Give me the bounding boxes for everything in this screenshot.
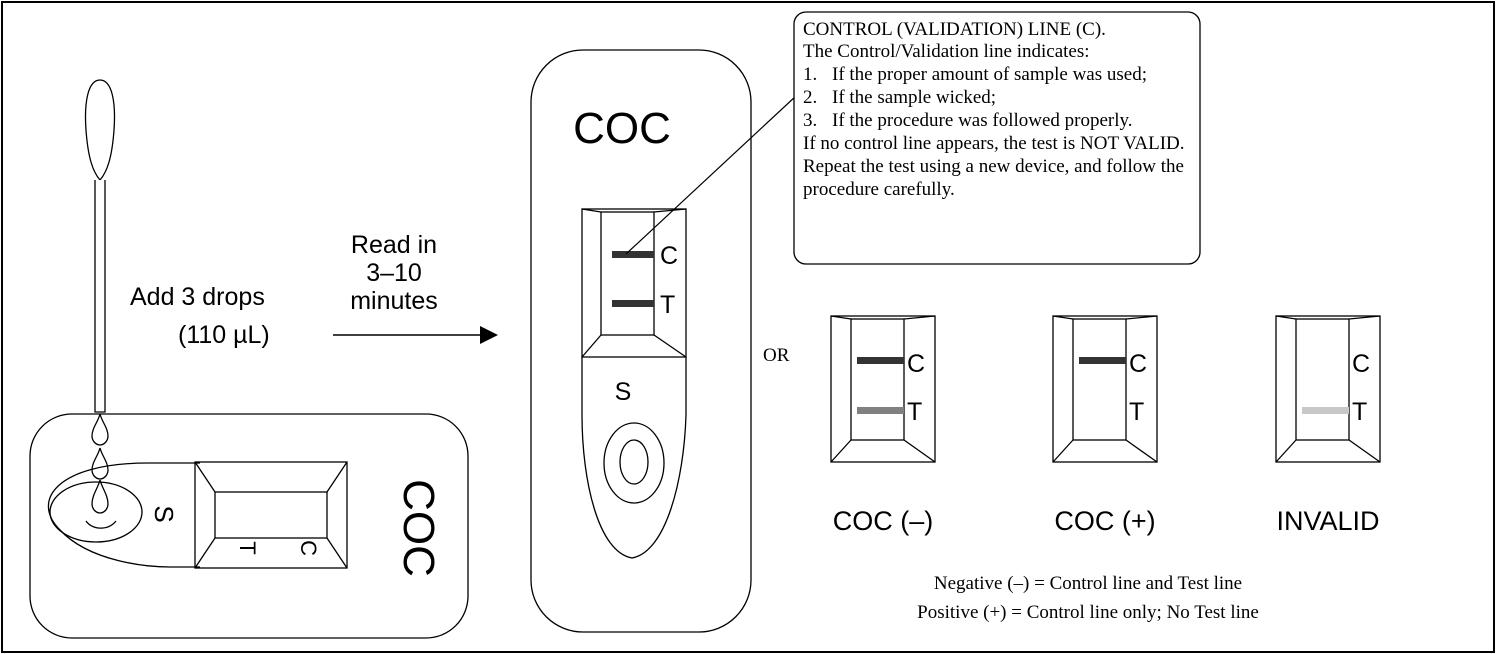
result-window <box>1275 315 1381 463</box>
sample-drops <box>91 413 109 514</box>
read-in-label: Read in <box>351 231 437 259</box>
add-drops-label: Add 3 drops <box>130 283 265 311</box>
drop-volume-label: (110 µL) <box>178 321 270 349</box>
result-control-mark: C <box>907 350 925 378</box>
callout-item-number: 1. <box>803 64 817 85</box>
sample-well <box>581 357 687 559</box>
drop-icon <box>91 413 109 446</box>
upright-sample-mark: S <box>615 378 632 406</box>
flat-sample-mark: S <box>149 505 179 522</box>
callout-intro: The Control/Validation line indicates: <box>803 41 1090 62</box>
callout-item-text: If the procedure was followed properly. <box>832 110 1133 131</box>
callout-item-text: If the sample wicked; <box>832 87 996 108</box>
result-window <box>581 208 687 358</box>
callout-repeat-line: Repeat the test using a new device, and … <box>803 156 1184 177</box>
result-caption: INVALID <box>1276 506 1379 536</box>
drop-icon <box>91 479 109 514</box>
legend-positive: Positive (+) = Control line only; No Tes… <box>917 602 1259 623</box>
cassette-body <box>530 49 752 633</box>
test-line <box>612 300 654 307</box>
result-example: CT COC (+) <box>1052 315 1158 536</box>
upright-control-mark: C <box>660 242 678 270</box>
result-window <box>1052 315 1158 463</box>
callout-warning: If no control line appears, the test is … <box>803 133 1185 154</box>
swab-stick <box>94 180 106 413</box>
flat-control-mark: C <box>296 540 321 556</box>
sample-well <box>47 462 200 568</box>
test-line <box>857 407 904 414</box>
read-time-range-label: 3–10 <box>366 259 422 287</box>
test-cassette-upright: COC C T S <box>530 49 752 633</box>
result-control-mark: C <box>1352 350 1370 378</box>
test-line <box>1302 407 1349 414</box>
upright-test-mark: T <box>660 291 675 319</box>
arrow-right-icon <box>333 326 498 344</box>
callout-repeat-line: procedure carefully. <box>803 179 955 200</box>
callout-text: CONTROL (VALIDATION) LINE (C). The Contr… <box>803 19 1185 200</box>
control-line <box>612 251 654 258</box>
callout-item-number: 3. <box>803 110 817 131</box>
result-window <box>194 461 348 569</box>
read-minutes-label: minutes <box>350 287 438 315</box>
drop-icon <box>91 447 109 480</box>
result-example: CT COC (–) <box>830 315 936 536</box>
control-line <box>1079 357 1126 364</box>
flat-test-mark: T <box>235 541 260 554</box>
result-test-mark: T <box>1129 398 1144 426</box>
callout-item-number: 2. <box>803 87 817 108</box>
control-line <box>857 357 904 364</box>
result-window <box>830 315 936 463</box>
callout-title: CONTROL (VALIDATION) LINE (C). <box>803 19 1106 40</box>
result-example: CT INVALID <box>1275 315 1381 536</box>
result-caption: COC (+) <box>1054 506 1155 536</box>
callout-box <box>793 11 1201 265</box>
dropper-swab <box>84 79 116 413</box>
legend-negative: Negative (–) = Control line and Test lin… <box>934 573 1242 594</box>
result-test-mark: T <box>1352 398 1367 426</box>
callout-pointer <box>625 95 797 255</box>
upright-drug-code: COC <box>573 104 671 153</box>
cassette-body <box>29 413 469 639</box>
result-control-mark: C <box>1129 350 1147 378</box>
result-caption: COC (–) <box>833 506 934 536</box>
test-cassette-flat: S C T COC <box>29 413 469 639</box>
flat-drug-code: COC <box>394 479 443 577</box>
or-label: OR <box>763 345 790 366</box>
callout-item-text: If the proper amount of sample was used; <box>832 64 1147 85</box>
result-test-mark: T <box>907 398 922 426</box>
